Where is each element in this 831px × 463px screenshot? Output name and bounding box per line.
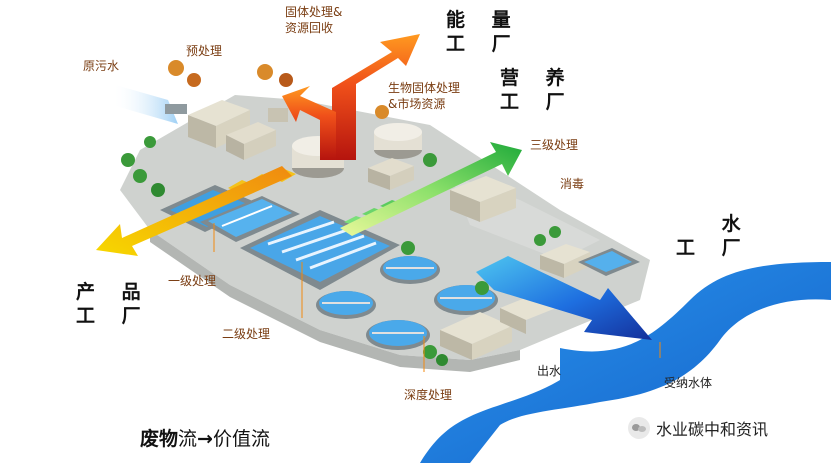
footer-flow: 流 [178,428,198,450]
label-secondary: 二级处理 [222,327,271,341]
label-receiving-water: 受纳水体 [664,376,713,390]
raw-sewage-inflow [112,84,187,124]
leader-lines [213,223,661,372]
nutrient-arrow [340,142,522,236]
label-bio-solids: 生物固体处理 &市场资源 [388,81,461,111]
receiving-river [420,262,831,463]
label-effluent: 出水 [537,364,562,378]
label-advanced: 深度处理 [404,388,453,402]
wechat-icon [628,417,650,439]
footer-arrow: → [197,428,213,450]
label-pretreatment: 预处理 [186,44,223,58]
watermark: 水业碳中和资讯 [628,416,768,440]
label-raw-sewage: 原污水 [83,59,120,73]
footer-caption: 废物流→价值流 [140,424,270,451]
footer-value-flow: 价值流 [212,428,270,450]
watermark-text: 水业碳中和资讯 [656,420,769,439]
value-flow-arrows [96,34,652,340]
label-tertiary: 三级处理 [530,138,579,152]
tertiary-buildings [450,176,640,278]
factory-product: 产 品 工 厂 [76,281,151,327]
energy-arrow-left [282,86,336,160]
factory-nutrient: 营 养 工 厂 [500,67,575,113]
factory-water: 水 工 厂 [676,213,751,259]
receiving-water-body [420,262,831,463]
product-arrow [96,166,292,256]
label-solid-treatment: 固体处理& 资源回收 [285,5,343,35]
pretreatment-buildings [188,100,288,160]
trees [121,60,561,366]
label-primary: 一级处理 [168,274,217,288]
label-disinfection: 消毒 [560,177,585,191]
footer-waste: 废物 [140,428,179,450]
water-arrow [476,256,652,340]
energy-arrow-right [332,34,420,160]
factory-energy: 能 量 工 厂 [446,9,521,55]
